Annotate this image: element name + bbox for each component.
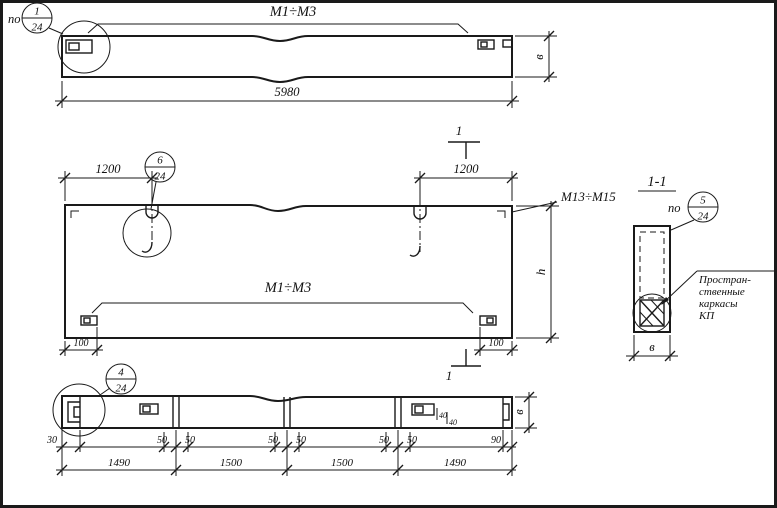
front-view-mark-label-right: М13÷М15	[511, 189, 616, 213]
note-line-4: КП	[698, 310, 715, 322]
front-view-dim-100-left: 100	[59, 327, 103, 356]
dim-1500: 1500	[220, 457, 243, 469]
front-view-dim-1200-right: 1200	[414, 162, 518, 201]
detail-ring-6	[122, 208, 172, 258]
detail-ring-1	[57, 20, 111, 74]
detail-ref-1-24: по 1 24	[8, 2, 64, 35]
detail-ref-den: 24	[32, 22, 44, 34]
dim-50: 50	[379, 435, 389, 446]
lifting-loop-right	[409, 197, 427, 257]
section-mark-label: 1	[446, 368, 453, 383]
front-view-corner-marks	[70, 210, 506, 218]
dim-40-a: 40	[439, 411, 447, 420]
top-view-length-dim: 5980	[55, 81, 519, 108]
detail-ref-num: 5	[700, 195, 706, 207]
bottom-view-width-dim: в	[512, 391, 537, 434]
plate-40-dims: 40 40	[436, 408, 457, 427]
top-view-outline	[61, 35, 513, 84]
detail-ref-prefix: по	[8, 12, 21, 26]
front-view-outline	[64, 204, 513, 339]
mark-label-m13-m15: М13÷М15	[560, 189, 616, 204]
bottom-view-outline	[61, 395, 513, 429]
dim-1500: 1500	[331, 457, 354, 469]
dim-height-h: h	[533, 269, 548, 276]
section-width-dim: в	[626, 335, 678, 362]
detail-ring-5	[632, 293, 672, 333]
section-cut-mark-bottom: 1	[446, 349, 481, 383]
dim-1490: 1490	[444, 457, 467, 469]
dim-width-section: в	[649, 340, 655, 354]
top-view: по 1 24 М1÷М3 5980 в 1	[8, 2, 557, 159]
dim-width-top: в	[532, 54, 546, 60]
dim-50: 50	[268, 435, 278, 446]
front-view-height-dim: h	[516, 200, 559, 344]
front-view-bottom-plates	[80, 315, 497, 326]
dim-width-bottom: в	[512, 409, 526, 415]
dim-1200-left: 1200	[96, 162, 122, 176]
section-cut-mark-top: 1	[448, 123, 480, 159]
section-mark-label: 1	[456, 123, 463, 138]
top-view-mark-label: М1÷М3	[87, 4, 469, 34]
bottom-view-left-notch	[67, 396, 81, 428]
dim-50: 50	[407, 435, 417, 446]
note-line-1: Простран-	[698, 274, 751, 286]
detail-ref-prefix: по	[668, 201, 681, 215]
detail-ref-den: 24	[155, 171, 167, 183]
bottom-view-embedded-plates	[139, 403, 435, 416]
dim-1490: 1490	[108, 457, 131, 469]
dim-100-left: 100	[74, 338, 89, 349]
top-view-end-details	[65, 39, 513, 54]
detail-ref-den: 24	[116, 383, 128, 395]
bottom-view-main-dims: 1490 1500 1500 1490	[56, 457, 518, 476]
front-view-dim-100-right: 100	[474, 327, 518, 356]
front-view-dim-1200-left: 1200	[58, 162, 158, 201]
detail-ref-num: 4	[118, 367, 124, 379]
dim-40-b: 40	[449, 418, 457, 427]
spatial-frame-cross	[639, 299, 665, 327]
detail-ref-4-24: 4 24	[99, 363, 137, 396]
dim-100-right: 100	[489, 338, 504, 349]
dim-50: 50	[185, 435, 195, 446]
bottom-view-joints	[172, 397, 402, 428]
mark-label-m1-m3: М1÷М3	[264, 280, 312, 296]
section-title: 1-1	[638, 174, 676, 192]
detail-ring-4	[52, 383, 106, 437]
top-view-width-dim: в	[515, 30, 557, 83]
detail-ref-den: 24	[698, 211, 710, 223]
reinforcement-cage-dashed	[639, 231, 665, 299]
front-view-mark-label-center: М1÷М3	[91, 280, 474, 314]
mark-label-m1-m3: М1÷М3	[269, 4, 317, 20]
frame-note: Простран- ственные каркасы КП	[661, 270, 776, 322]
detail-ref-5-24: по 5 24	[668, 191, 719, 231]
section-view: 1-1 по 5 24 Простран- ственные карк	[626, 174, 776, 362]
detail-ref-6-24: 6 24	[144, 151, 176, 210]
note-line-2: ственные	[699, 286, 745, 298]
bottom-view: 4 24 40 40 в	[46, 363, 537, 476]
front-view: 6 24 1200 1200 М13÷М15 М1÷М3	[58, 151, 616, 383]
leader-arrow	[661, 297, 669, 305]
dim-30: 30	[46, 435, 57, 446]
dim-1200-right: 1200	[454, 162, 480, 176]
note-line-3: каркасы	[699, 298, 738, 310]
dim-50: 50	[296, 435, 306, 446]
dim-50: 50	[157, 435, 167, 446]
dim-90: 90	[491, 435, 501, 446]
section-title-text: 1-1	[647, 174, 666, 190]
dim-5980: 5980	[275, 85, 301, 99]
detail-ref-num: 6	[157, 155, 163, 167]
bottom-view-right-notch	[502, 397, 510, 428]
bottom-view-small-dims: 30 50 50 50 50 50 50 90	[46, 435, 518, 453]
detail-ref-num: 1	[34, 6, 40, 18]
bottom-view-extension-lines	[61, 430, 513, 476]
